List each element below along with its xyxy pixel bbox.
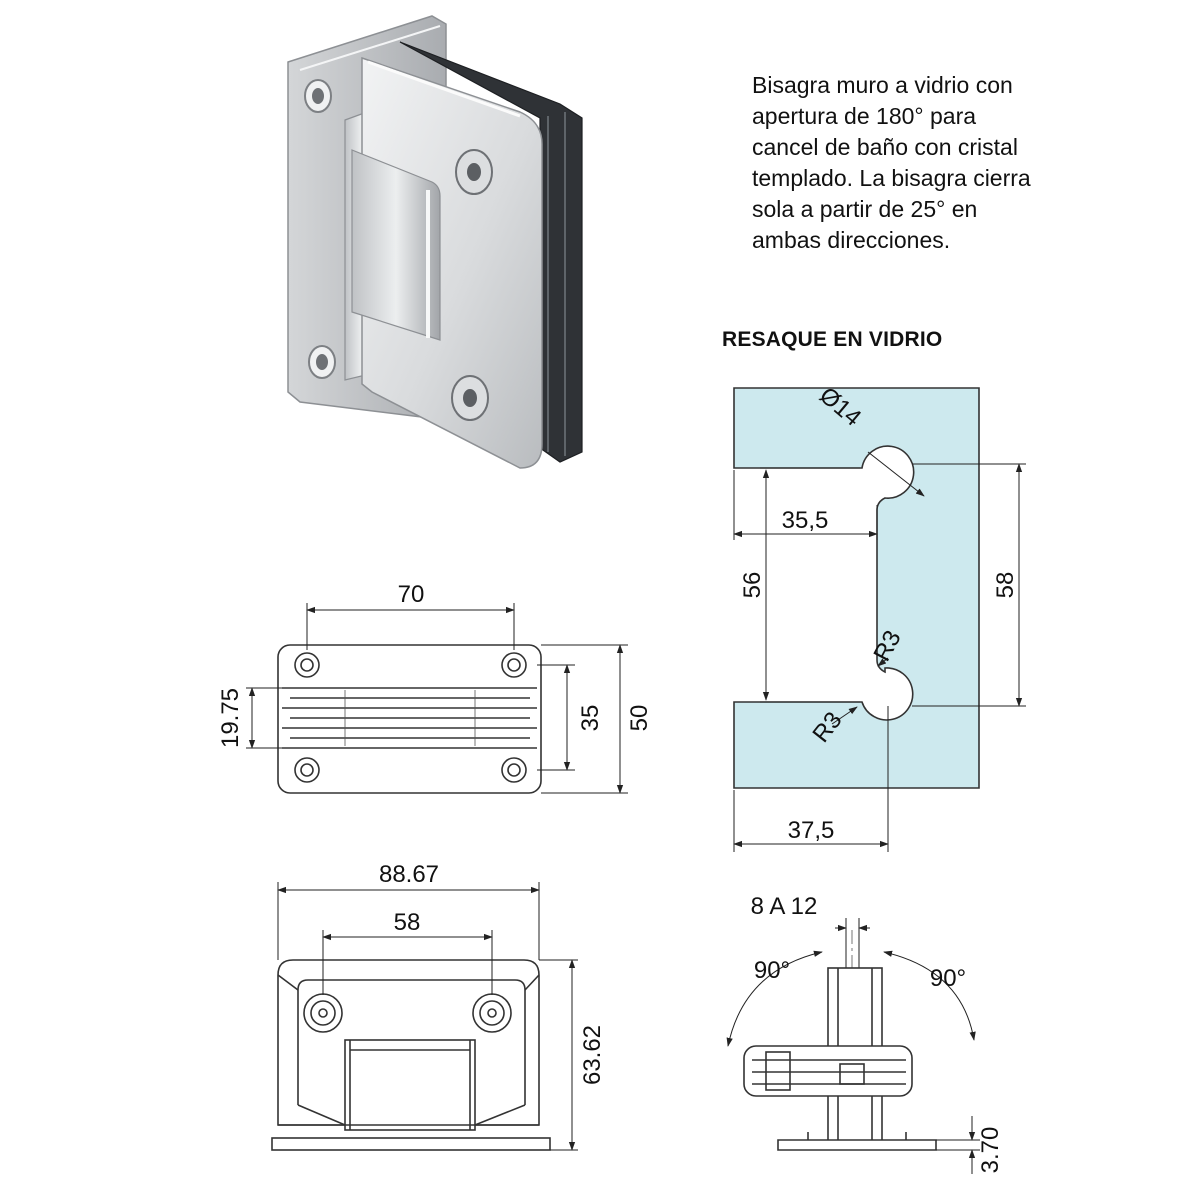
description-line: templado. La bisagra cierra bbox=[752, 165, 1031, 191]
base-plate bbox=[271, 1137, 551, 1151]
dim-hole-spacing-side: 58 bbox=[394, 909, 421, 936]
dim-plate-thickness: 3.70 bbox=[977, 1127, 1004, 1174]
barrel-opening bbox=[344, 1039, 476, 1131]
angle-left: 90° bbox=[754, 957, 790, 984]
dim-glass-thickness: 8 A 12 bbox=[751, 893, 818, 920]
glass-cutout: 35,5 56 58 Ø14 R3 R3 37,5 bbox=[733, 382, 1026, 852]
glass-clamp-face bbox=[361, 56, 543, 469]
dim-inner-height: 35 bbox=[577, 705, 604, 732]
dim-width: 88.67 bbox=[379, 861, 439, 888]
dim-cutout-bottom-width: 37,5 bbox=[788, 817, 835, 844]
barrel-body bbox=[743, 1045, 913, 1097]
glass-cutout-shape bbox=[733, 387, 980, 789]
front-plate-outline bbox=[277, 644, 542, 794]
description-line: Bisagra muro a vidrio con bbox=[752, 72, 1013, 98]
product-description: Bisagra muro a vidrio con apertura de 18… bbox=[752, 70, 1112, 256]
front-screw-hole bbox=[501, 757, 527, 783]
description-line: ambas direcciones. bbox=[752, 227, 951, 253]
cutout-heading: RESAQUE EN VIDRIO bbox=[722, 328, 943, 351]
dim-height: 50 bbox=[626, 705, 653, 732]
dim-cutout-outer-height: 58 bbox=[992, 572, 1019, 599]
front-screw-hole bbox=[294, 652, 320, 678]
top-view: 8 A 12 90° 90° 3.70 bbox=[726, 893, 1004, 1174]
front-view: 70 19.75 35 50 bbox=[217, 581, 653, 794]
description-line: sola a partir de 25° en bbox=[752, 196, 978, 222]
dim-cutout-inner-height: 56 bbox=[739, 572, 766, 599]
glass-side-view: 88.67 58 63.62 bbox=[271, 861, 606, 1151]
dim-hole-spacing: 70 bbox=[398, 581, 425, 608]
dim-side-height: 63.62 bbox=[579, 1025, 606, 1085]
front-screw-hole bbox=[294, 757, 320, 783]
glass-side-outline bbox=[277, 959, 540, 1126]
angle-right: 90° bbox=[930, 965, 966, 992]
description-line: cancel de baño con cristal bbox=[752, 134, 1018, 160]
description-line: apertura de 180° para bbox=[752, 103, 977, 129]
barrel-cover bbox=[351, 149, 441, 341]
dim-cutout-depth: 35,5 bbox=[782, 507, 829, 534]
front-screw-hole bbox=[501, 652, 527, 678]
hinge-render bbox=[287, 15, 583, 469]
dim-center: 19.75 bbox=[217, 688, 244, 748]
top-base-plate bbox=[777, 1139, 937, 1151]
